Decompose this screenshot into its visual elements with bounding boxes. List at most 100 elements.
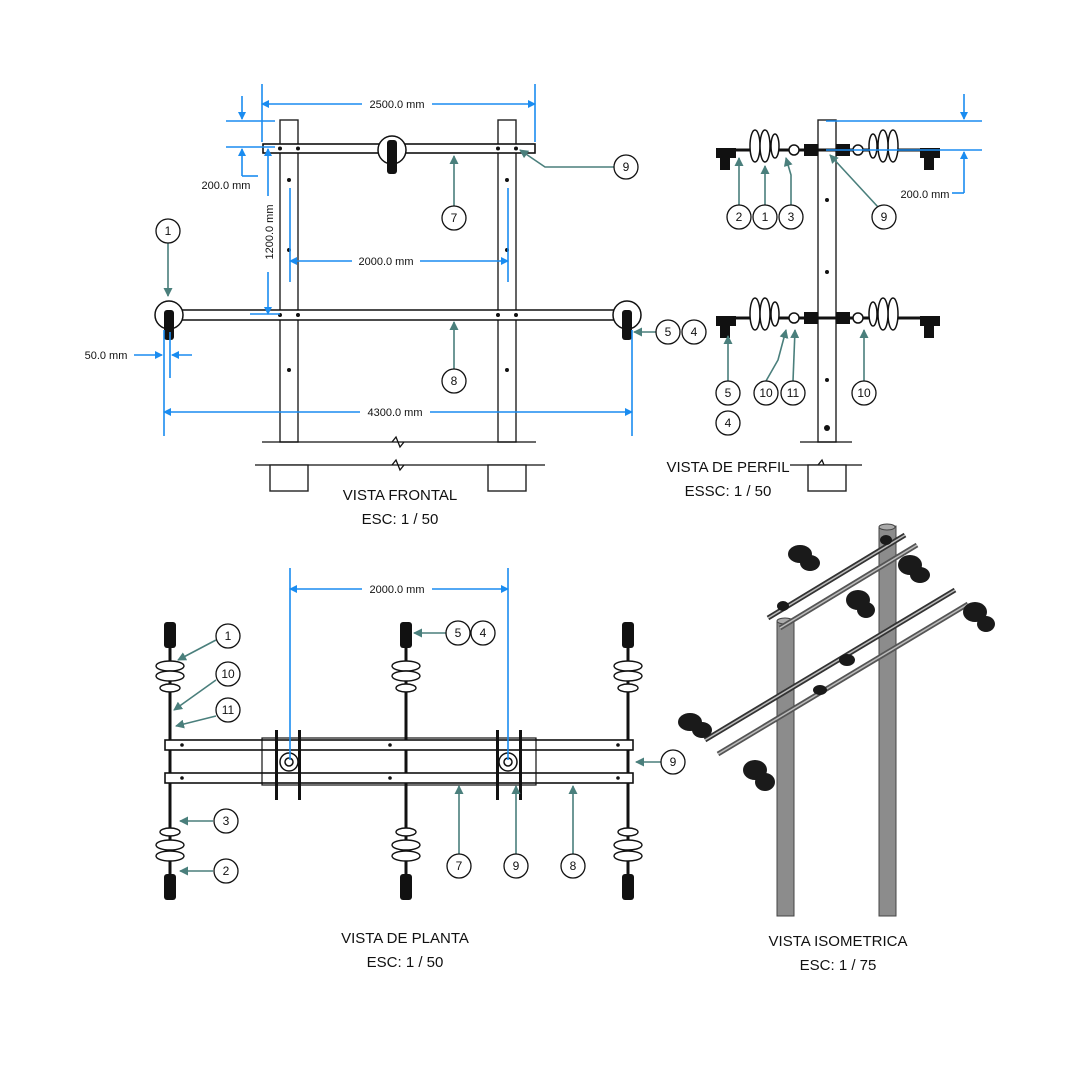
callout-10-plan: 10 [173,661,241,711]
plan-insulator-string-left [155,622,185,900]
iso-title: VISTA ISOMETRICA [769,933,908,950]
callout-label: 10 [857,386,871,400]
dim-pole-spacing-label: 2000.0 mm [358,256,413,268]
callout-label: 7 [451,211,458,225]
callout-2-plan: 2 [179,858,239,884]
callout-label: 1 [762,210,769,224]
callout-1-profile: 1 [752,165,778,230]
iso-lower-crossarm [703,587,970,757]
callout-label: 10 [759,386,773,400]
left-insulator [154,300,184,340]
callout-label: 5 [665,325,672,339]
callout-11-plan: 11 [175,697,241,729]
callout-label: 8 [570,859,577,873]
profile-scale: ESSC: 1 / 50 [685,483,772,500]
callout-label: 9 [881,210,888,224]
callout-5-4-frontal: 5 4 [633,319,707,345]
callout-label: 3 [223,814,230,828]
dim-pole-spacing: 2000.0 mm [289,188,509,282]
callout-label: 8 [451,374,458,388]
callout-7-plan: 7 [446,785,472,879]
plan-view: 2000.0 mm 1 10 11 3 2 [155,568,686,971]
callout-label: 4 [725,416,732,430]
frontal-title: VISTA FRONTAL [343,487,457,504]
frontal-scale: ESC: 1 / 50 [362,511,439,528]
right-insulator [612,300,642,340]
dim-plan-spacing: 2000.0 mm [289,568,509,760]
dim-height: 1200.0 mm [250,148,280,315]
isometric-view: VISTA ISOMETRICA ESC: 1 / 75 [678,523,995,974]
callout-1-frontal: 1 [155,218,181,297]
callout-10-profile-left: 10 [753,329,789,406]
profile-view: 200.0 mm 2 1 3 9 5 4 [666,94,982,500]
callout-8-plan: 8 [560,785,586,879]
callout-5-4-profile: 5 4 [715,335,741,436]
foundation-right [487,464,527,492]
pole-bolts [287,178,509,372]
callout-2-profile: 2 [726,157,752,230]
plan-crossarm-top [164,739,634,751]
plan-crossarm-bottom [164,772,634,784]
foundation-left [269,464,309,492]
callout-9-plan-bottom: 9 [503,785,529,879]
callout-label: 3 [788,210,795,224]
iso-insulators [678,535,995,791]
callout-label: 9 [513,859,520,873]
dim-bottom-span-label: 4300.0 mm [367,407,422,419]
callout-label: 5 [455,626,462,640]
plan-title: VISTA DE PLANTA [341,930,469,947]
callout-label: 9 [623,160,630,174]
dim-top-span-label: 2500.0 mm [369,99,424,111]
plan-insulator-string-right [613,622,643,900]
callout-label: 9 [670,755,677,769]
dim-bottom-span: 4300.0 mm [163,330,633,436]
callout-label: 10 [221,667,235,681]
callout-label: 7 [456,859,463,873]
dim-edge-offset-label: 50.0 mm [85,350,128,362]
profile-bottom-insulators [716,297,940,338]
plan-pole-left [275,730,301,800]
frontal-pole-right [497,119,517,443]
callout-11-profile: 11 [780,329,806,406]
callout-label: 11 [787,386,800,400]
plan-scale: ESC: 1 / 50 [367,954,444,971]
iso-upper-crossarm [766,532,919,631]
dim-top-offset-label: 200.0 mm [202,180,251,192]
profile-pole [817,119,837,443]
callout-label: 2 [223,864,230,878]
callout-label: 1 [165,224,172,238]
callout-9-frontal: 9 [519,149,639,180]
dim-top-offset: 200.0 mm [202,96,275,192]
callout-label: 1 [225,629,232,643]
callout-label: 11 [222,703,235,717]
iso-pole-left [776,619,795,917]
bottom-crossarm [167,309,629,321]
callout-1-plan: 1 [177,623,241,661]
iso-pole-right [878,525,897,917]
profile-foundation [807,464,847,492]
dim-profile-offset: 200.0 mm [826,94,982,201]
iso-scale: ESC: 1 / 75 [800,957,877,974]
frontal-view: 2500.0 mm 200.0 mm 1200.0 mm 2000.0 mm [85,84,707,528]
callout-label: 4 [691,325,698,339]
top-insulator [377,135,407,174]
dim-edge-offset: 50.0 mm [85,332,192,378]
frontal-pole-left [279,119,299,443]
profile-title: VISTA DE PERFIL [666,459,789,476]
plan-insulator-string-center [391,622,421,900]
callout-label: 4 [480,626,487,640]
callout-7-frontal: 7 [441,155,467,231]
dim-top-span: 2500.0 mm [261,84,536,142]
dim-profile-offset-label: 200.0 mm [901,189,950,201]
callout-3-profile: 3 [778,157,804,230]
dim-height-label: 1200.0 mm [264,204,276,259]
callout-3-plan: 3 [179,808,239,834]
callout-label: 5 [725,386,732,400]
callout-9-profile: 9 [829,154,897,230]
dim-plan-spacing-label: 2000.0 mm [369,584,424,596]
callout-9-plan-right: 9 [635,749,686,775]
callout-8-frontal: 8 [441,321,467,394]
callout-5-4-plan: 5 4 [413,620,496,646]
callout-label: 2 [736,210,743,224]
